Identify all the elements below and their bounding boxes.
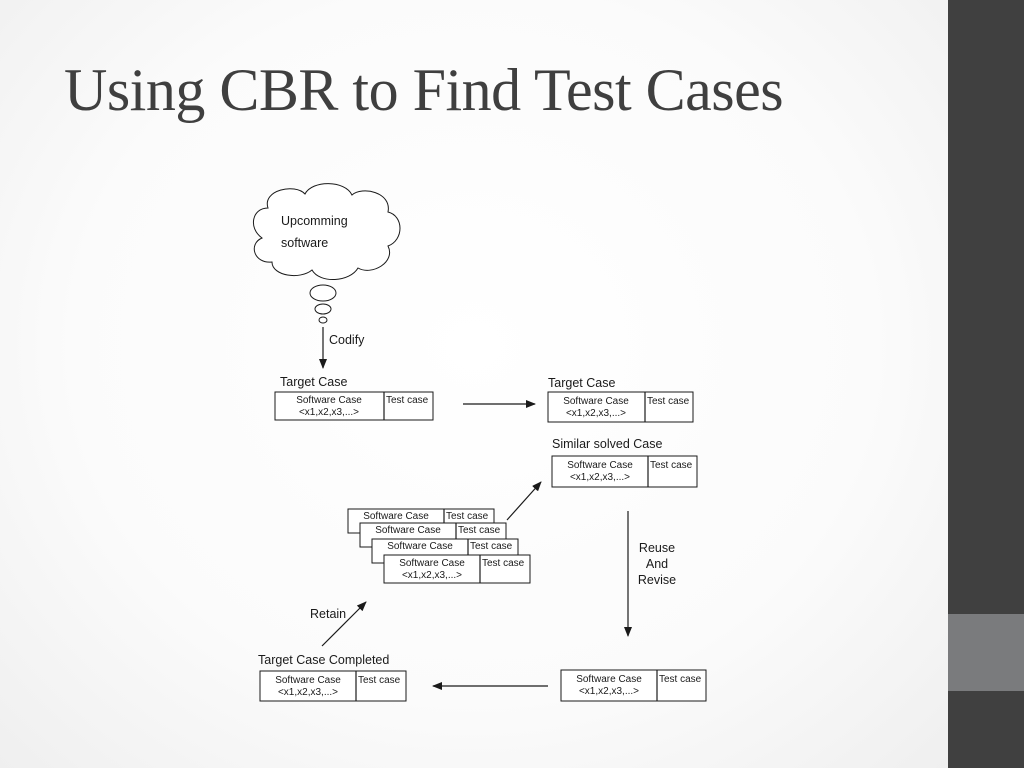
cell-test-case: Test case <box>358 675 401 686</box>
cell-test-case: Test case <box>470 541 513 552</box>
revise-label: Revise <box>638 573 676 587</box>
cell-test-case: Test case <box>482 558 525 569</box>
case-base-stack: Software Case Test case Software Case Te… <box>347 508 531 584</box>
target-case-label-1: Target Case <box>280 375 347 389</box>
cbr-diagram: Upcomming software Codify Target Case So… <box>253 183 707 702</box>
cell-software-case: Software Case <box>563 396 629 407</box>
cell-test-case: Test case <box>647 396 690 407</box>
cell-test-case: Test case <box>386 395 429 406</box>
completed-case-table: Software Case <x1,x2,x3,...> Test case <box>259 670 407 702</box>
retain-arrow <box>321 601 367 647</box>
cell-test-case: Test case <box>458 525 501 536</box>
cell-vector: <x1,x2,x3,...> <box>579 686 639 697</box>
target-case-table-1: Software Case <x1,x2,x3,...> Test case <box>274 391 434 421</box>
cell-vector: <x1,x2,x3,...> <box>570 472 630 483</box>
completed-label: Target Case Completed <box>258 653 389 667</box>
cell-vector: <x1,x2,x3,...> <box>299 407 359 418</box>
revised-case-table: Software Case <x1,x2,x3,...> Test case <box>560 669 707 702</box>
cell-software-case: Software Case <box>567 460 633 471</box>
slide-sidebar-accent <box>948 614 1024 691</box>
cell-software-case: Software Case <box>399 558 465 569</box>
cell-software-case: Software Case <box>296 395 362 406</box>
and-label: And <box>646 557 668 571</box>
slide-background <box>0 0 948 768</box>
retain-label: Retain <box>310 607 346 621</box>
thought-cloud: Upcomming software <box>253 183 401 324</box>
cell-software-case: Software Case <box>375 525 441 536</box>
retrieve-similar-arrow <box>506 481 542 521</box>
cell-vector: <x1,x2,x3,...> <box>566 408 626 419</box>
cloud-text-line2: software <box>281 236 328 250</box>
cell-vector: <x1,x2,x3,...> <box>278 687 338 698</box>
similar-solved-table: Software Case <x1,x2,x3,...> Test case <box>551 455 698 488</box>
cell-software-case: Software Case <box>275 675 341 686</box>
cloud-text-line1: Upcomming <box>281 214 348 228</box>
cell-test-case: Test case <box>659 674 702 685</box>
cell-software-case: Software Case <box>576 674 642 685</box>
slide-title: Using CBR to Find Test Cases <box>64 57 784 123</box>
target-case-table-2: Software Case <x1,x2,x3,...> Test case <box>547 391 694 423</box>
cell-software-case: Software Case <box>363 511 429 522</box>
cell-vector: <x1,x2,x3,...> <box>402 570 462 581</box>
reuse-label: Reuse <box>639 541 675 555</box>
codify-label: Codify <box>329 333 365 347</box>
target-case-label-2: Target Case <box>548 376 615 390</box>
cell-test-case: Test case <box>446 511 489 522</box>
similar-solved-label: Similar solved Case <box>552 437 663 451</box>
cell-test-case: Test case <box>650 460 693 471</box>
cell-software-case: Software Case <box>387 541 453 552</box>
